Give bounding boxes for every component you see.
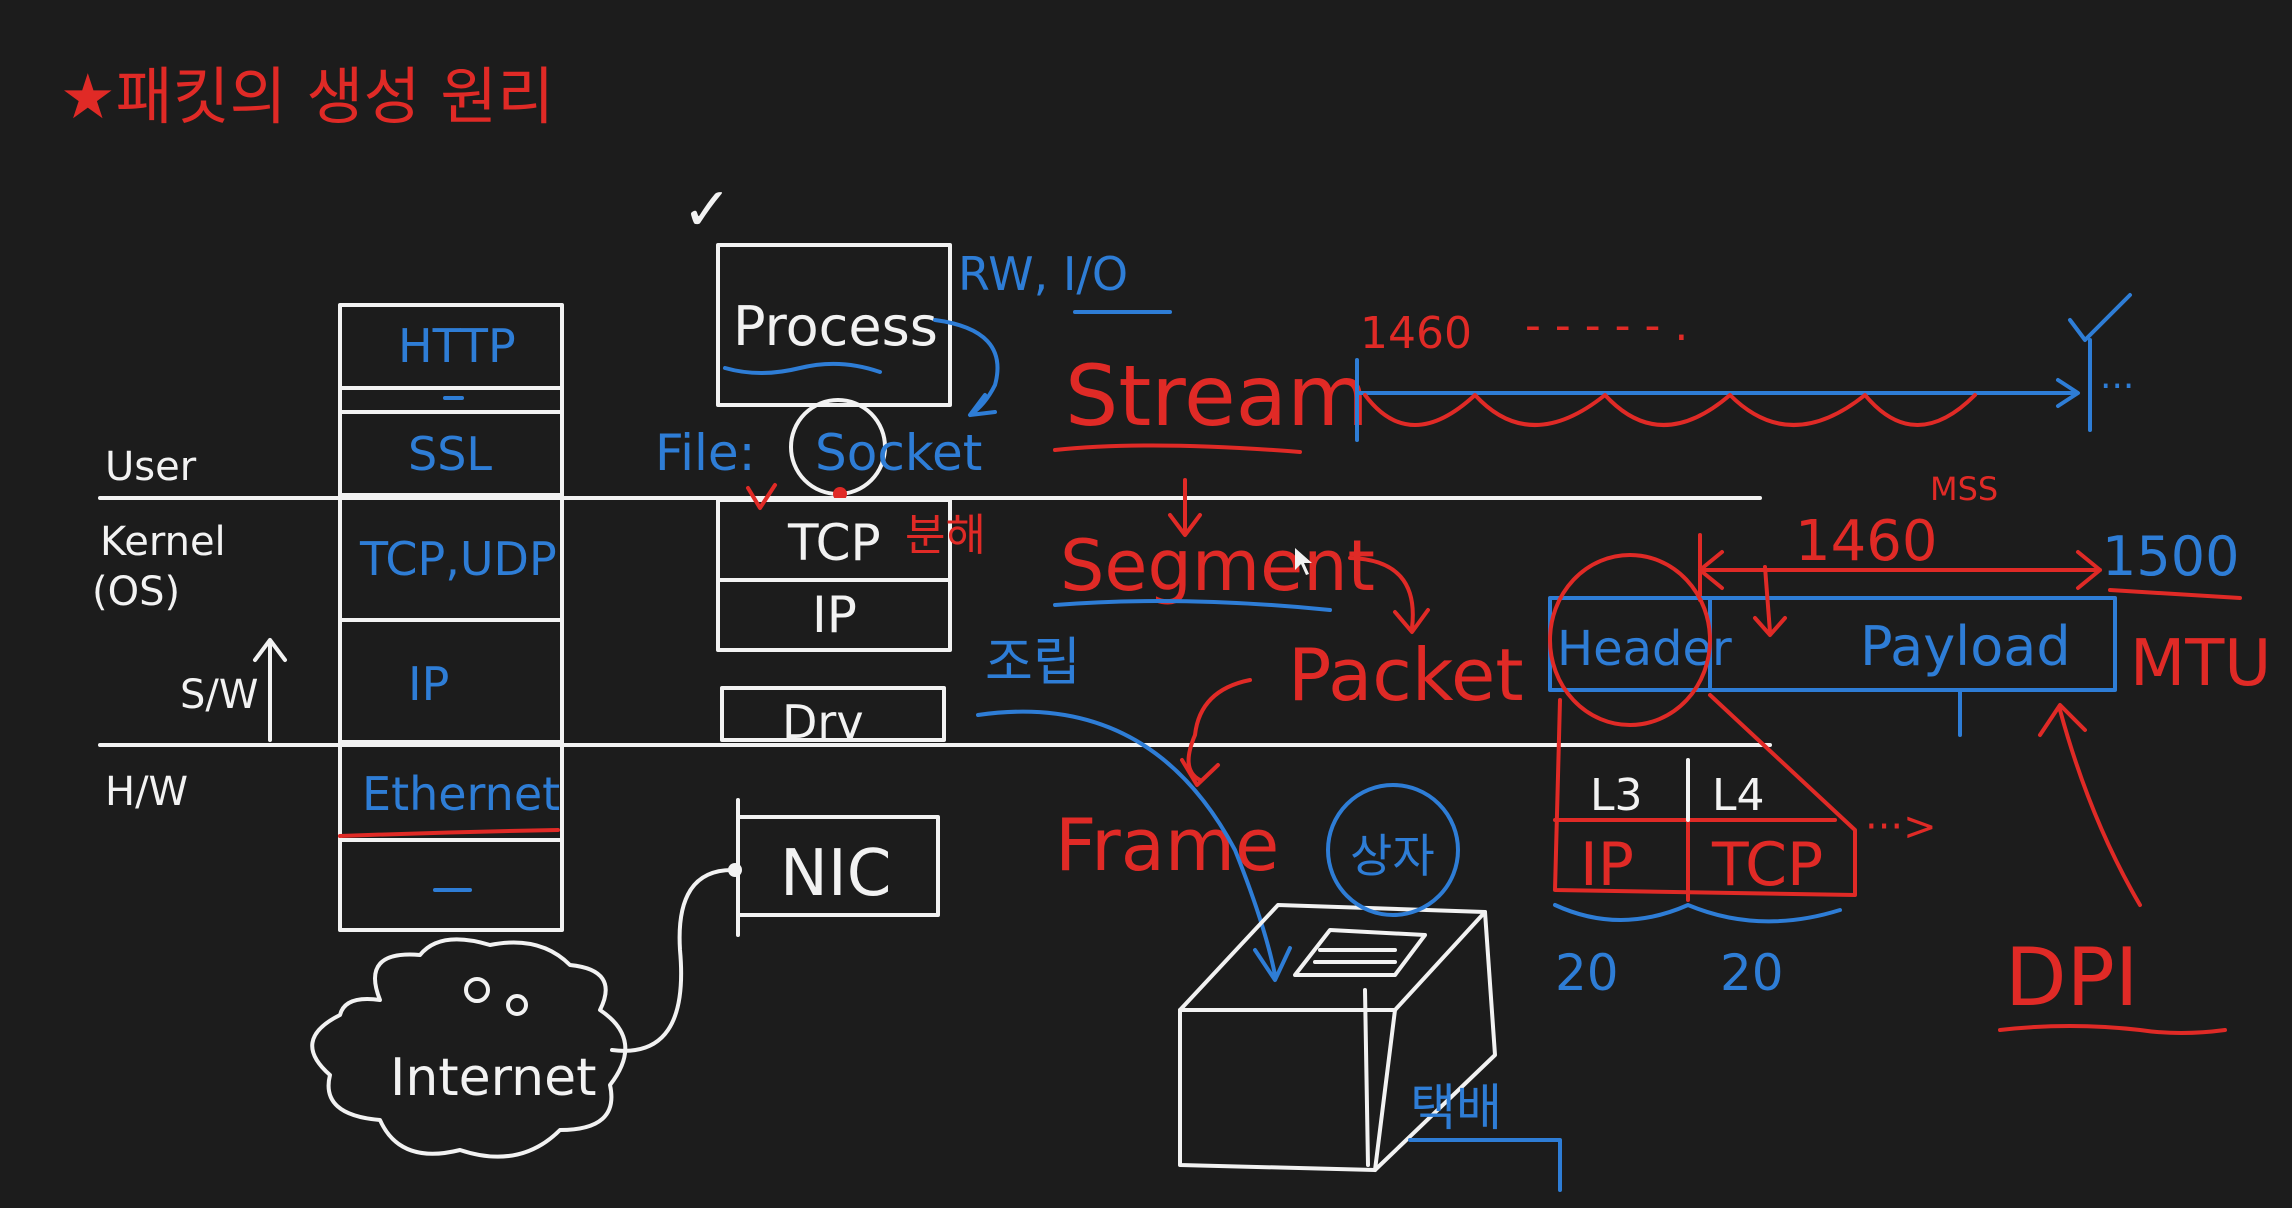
box-top	[1178, 903, 1487, 1012]
stream-underline	[1053, 443, 1302, 454]
mtu-size-1500: 1500	[2102, 525, 2239, 588]
cable-connector	[728, 863, 742, 877]
driver-box	[720, 686, 946, 742]
taekbae-underline	[1408, 1138, 1562, 1192]
os-label: (OS)	[92, 569, 180, 615]
more-fields: ···>	[1865, 804, 1937, 850]
dpi-arrow	[2038, 703, 2142, 907]
cloud-outline	[310, 937, 628, 1159]
file-label: File:	[655, 424, 756, 482]
encapsulation-flow: Stream Segment Packet Frame 조립	[976, 347, 1524, 982]
mss-label: MSS	[1930, 470, 1998, 508]
kernel-ip-label: IP	[812, 586, 857, 644]
hw-label: H/W	[105, 769, 188, 815]
socket-label: Socket	[815, 424, 982, 482]
dpi-underline	[1998, 1024, 2227, 1035]
sub-ip-label: IP	[1580, 830, 1634, 900]
cloud-bubble	[464, 977, 490, 1003]
mss-size-1460: 1460	[1795, 509, 1938, 574]
header-label: Header	[1557, 621, 1732, 677]
segment-label: Segment	[1060, 525, 1375, 607]
l3-label: L3	[1590, 770, 1643, 821]
sangja-circle	[1326, 783, 1460, 917]
mouse-cursor-icon	[1295, 548, 1312, 575]
packet-to-frame-arrow	[1180, 678, 1252, 787]
segment-underline	[1053, 599, 1332, 612]
stack-ssl: SSL	[408, 427, 492, 481]
ip-size-20: 20	[1555, 944, 1619, 1002]
internet-to-nic-cable	[610, 868, 734, 1053]
sangja-label: 상자	[1350, 829, 1435, 883]
stack-ethernet: Ethernet	[362, 767, 560, 821]
stream-label: Stream	[1065, 347, 1369, 445]
internet-cloud: Internet	[310, 863, 742, 1159]
segment-to-packet-arrow	[1348, 556, 1430, 634]
header-circle	[1548, 553, 1712, 727]
nic-label: NIC	[780, 837, 891, 911]
stack-http: HTTP	[398, 319, 516, 373]
header-drop-arrow	[1753, 565, 1787, 637]
bunhae-label: 분해	[905, 510, 986, 561]
rw-io-label: RW, I/O	[958, 247, 1128, 301]
ethernet-underline	[338, 828, 560, 838]
mtu-label: MTU	[2130, 627, 2271, 701]
taekbae-label: 택배	[1410, 1079, 1502, 1137]
stream-to-segment-arrow	[1168, 478, 1202, 537]
kernel-tcp-label: TCP	[787, 514, 881, 572]
process-box	[716, 243, 952, 407]
jogeon-label: 조립	[985, 633, 1081, 693]
internet-label: Internet	[390, 1048, 596, 1108]
process-column: ✓ Process RW, I/O File: Socket TCP IP Dr…	[655, 175, 1172, 937]
box-label-sticker	[1293, 928, 1427, 977]
stack-frame	[338, 303, 564, 932]
packet-label: Packet	[1288, 633, 1524, 717]
check-mark: ✓	[682, 175, 732, 245]
payload-label: Payload	[1860, 615, 2071, 678]
protocol-stack: HTTP SSL TCP,UDP IP Ethernet	[338, 303, 564, 932]
stack-tcp-udp: TCP,UDP	[359, 532, 557, 586]
segment-arcs	[1363, 393, 1977, 427]
stream-ruler: 1460 - - - - - . ···	[1355, 293, 2134, 442]
ruler-tail: ···	[2100, 366, 2134, 407]
box-seam	[1363, 988, 1370, 1167]
l4-label: L4	[1712, 770, 1765, 821]
kernel-label: Kernel	[100, 519, 226, 565]
sw-label: S/W	[180, 672, 258, 718]
assembly-curve-arrow	[976, 709, 1292, 982]
ruler-dots: - - - - - .	[1525, 300, 1688, 351]
sub-tcp-label: TCP	[1711, 830, 1823, 900]
stack-ip: IP	[408, 657, 449, 711]
kernel-box	[716, 498, 952, 652]
ip-tcp-brace	[1553, 903, 1842, 924]
user-label: User	[105, 444, 197, 490]
process-underline	[723, 361, 882, 375]
red-tick	[746, 483, 777, 510]
dpi-label: DPI	[2005, 931, 2138, 1024]
mtu-pointer	[2108, 588, 2242, 600]
header-expand	[1553, 693, 1857, 897]
socket-red-dot	[833, 487, 847, 501]
sw-up-arrow	[253, 638, 287, 742]
packet-structure: 1460 MSS 1500 MTU Header Payload L3 L4 I…	[1548, 470, 2271, 1035]
diagram-title: ★패킷의 생성 원리	[60, 60, 554, 133]
segment-size-1460: 1460	[1360, 308, 1472, 359]
process-label: Process	[733, 295, 938, 358]
box-side	[1373, 910, 1497, 1172]
parcel-box: 상자 택배	[1178, 783, 1562, 1192]
tcp-size-20: 20	[1720, 944, 1784, 1002]
ruler-check	[2068, 293, 2132, 342]
ruler-arrowhead	[2056, 378, 2080, 408]
cloud-bubble	[506, 994, 528, 1016]
box-front	[1178, 1008, 1397, 1172]
rw-curl-arrow	[933, 318, 1000, 417]
driver-label: Drv	[782, 695, 864, 749]
